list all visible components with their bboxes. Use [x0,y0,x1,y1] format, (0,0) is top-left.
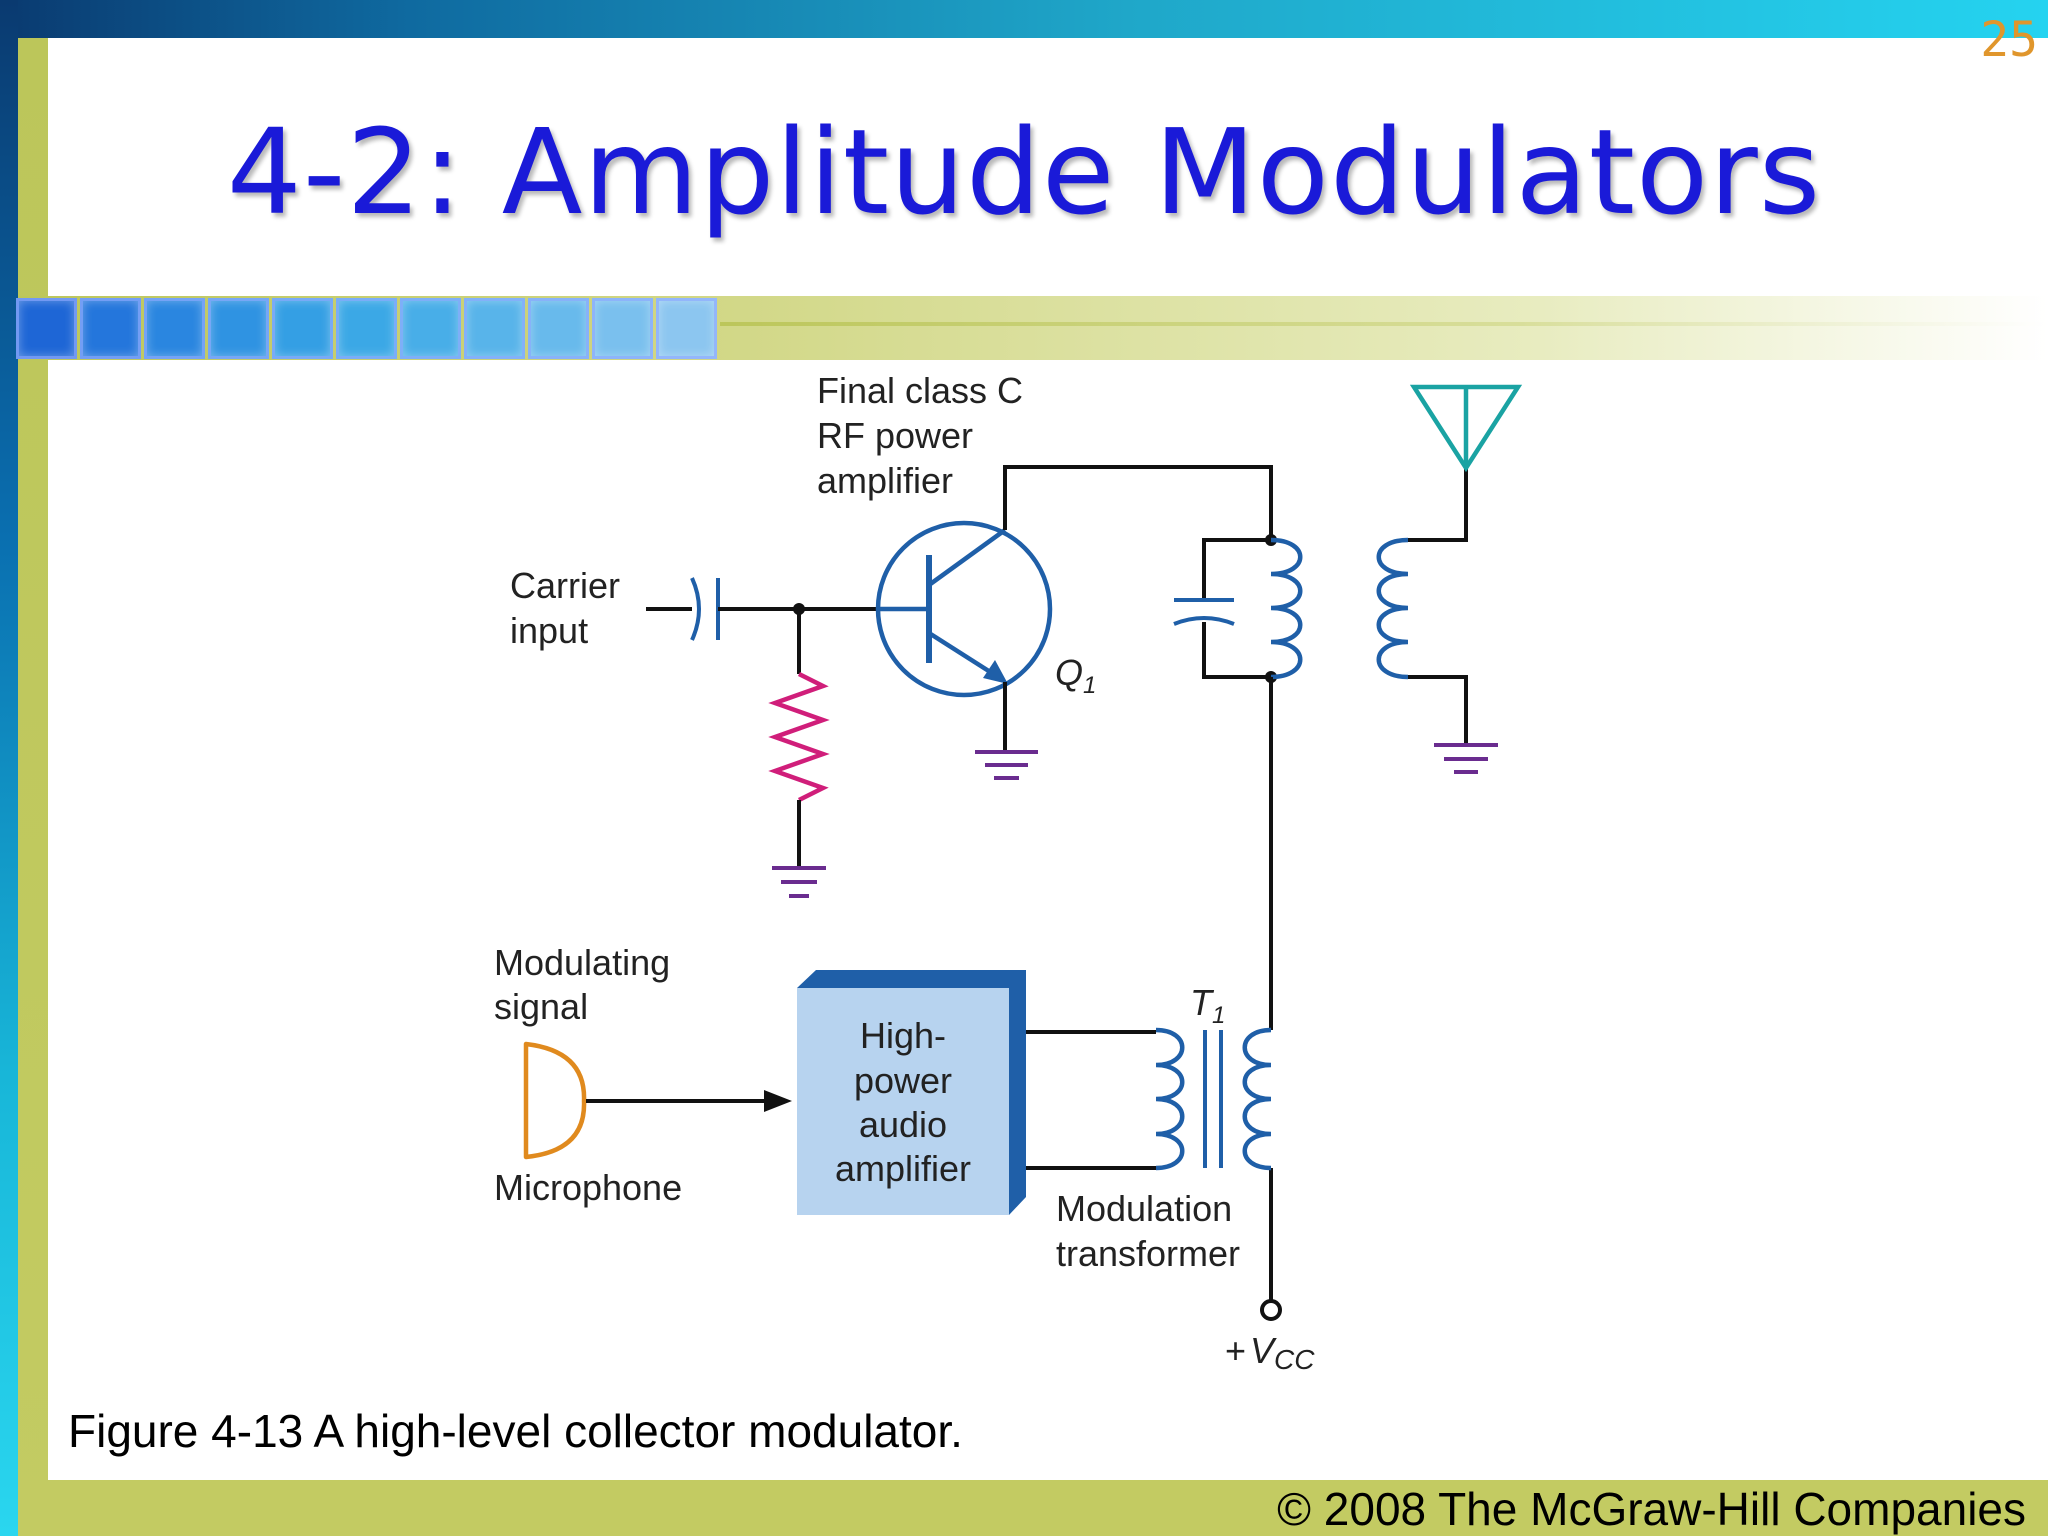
title-divider-line [720,322,2048,326]
audio-amplifier-block: High- power audio amplifier [797,970,1026,1215]
content-panel [48,38,2048,1480]
antenna-icon [1409,384,1523,473]
label-vcc-main: V [1250,1330,1277,1371]
divider-square [272,298,333,359]
divider-square [656,298,717,359]
divider-square [528,298,589,359]
figure-caption: Figure 4-13 A high-level collector modul… [68,1405,963,1457]
signal-arrowhead [764,1090,792,1112]
label-vcc: +VCC [1225,1330,1315,1375]
label-signal: signal [494,986,588,1027]
divider-square [16,298,77,359]
label-rf-power: RF power [817,415,973,456]
ground-icon [975,750,1038,780]
copyright-notice: © 2008 The McGraw-Hill Companies [1277,1483,2026,1535]
label-t1-sub: 1 [1212,1002,1225,1029]
page-number: 25 [1980,12,2038,68]
label-t1: T1 [1190,982,1225,1029]
ground-icon [1434,743,1498,774]
coupling-capacitor [646,577,877,641]
label-vcc-plus: + [1225,1330,1246,1371]
slide-title: 4-2: Amplitude Modulators [226,103,1822,241]
amp-label-line3: audio [859,1104,947,1145]
base-resistor [768,609,830,868]
divider-square [144,298,205,359]
microphone-icon [523,1041,587,1160]
label-amplifier: amplifier [817,460,953,501]
left-accent-band [0,0,18,1536]
label-modulating: Modulating [494,942,670,983]
label-modulation: Modulation [1056,1188,1232,1229]
label-carrier: Carrier [510,565,620,606]
amp-label-line1: High- [860,1015,946,1056]
divider-square [336,298,397,359]
divider-squares [16,298,717,359]
label-microphone: Microphone [494,1167,682,1208]
label-q1: Q1 [1055,652,1096,699]
top-accent-band [0,0,2048,38]
divider-square [592,298,653,359]
divider-square [400,298,461,359]
label-vcc-sub: CC [1274,1344,1315,1375]
label-q1-main: Q [1055,652,1083,693]
vcc-terminal [1260,1299,1282,1321]
ground-icon [772,866,826,898]
amp-label-line4: amplifier [835,1148,971,1189]
npn-transistor-icon [875,520,1053,698]
label-final-class-c: Final class C [817,370,1023,411]
label-transformer: transformer [1056,1233,1240,1274]
modulation-transformer [1155,1027,1272,1171]
label-input: input [510,610,588,651]
label-q1-sub: 1 [1083,672,1096,699]
amp-label-line2: power [854,1060,952,1101]
label-t1-main: T [1190,982,1215,1023]
divider-square [208,298,269,359]
tank-circuit [1173,534,1409,683]
divider-square [464,298,525,359]
divider-square [80,298,141,359]
